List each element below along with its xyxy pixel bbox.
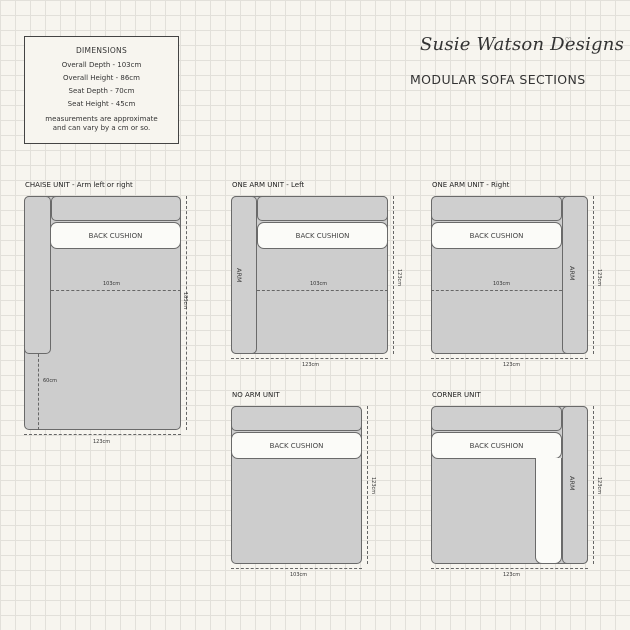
heart-icon: ♡	[564, 36, 572, 45]
dimensions-title: DIMENSIONS	[75, 46, 128, 55]
dimension-overall-depth: Overall Depth - 103cm	[61, 61, 142, 69]
one-arm-right-arm-label: ARM	[568, 266, 576, 281]
one-arm-right-depth-label: 123cm	[596, 269, 602, 287]
dimensions-list: Overall Depth - 103cm Overall Height - 8…	[25, 61, 178, 108]
corner-depth-label: 123cm	[596, 477, 602, 495]
no-arm-depth-label: 123cm	[370, 477, 376, 495]
corner-depth-guide	[593, 406, 594, 564]
one-arm-right-depth-guide	[593, 196, 594, 354]
chaise-width-guide-bottom	[24, 434, 181, 435]
one-arm-right-label: ONE ARM UNIT - Right	[432, 181, 510, 189]
no-arm-unit-label: NO ARM UNIT	[232, 391, 280, 399]
one-arm-right-back-cushion: BACK CUSHION	[431, 222, 562, 249]
one-arm-left-arm-label: ARM	[235, 268, 243, 283]
one-arm-right-width-label: 123cm	[503, 362, 521, 368]
one-arm-right-arm	[562, 196, 588, 354]
corner-width-label: 123cm	[503, 572, 521, 578]
brand-name: Susie Watson Designs	[420, 34, 625, 55]
corner-width-guide-bottom	[431, 568, 588, 569]
corner-arm-label: ARM	[568, 476, 576, 491]
dimension-overall-height: Overall Height - 86cm	[63, 74, 140, 82]
one-arm-right-width-guide	[431, 290, 562, 291]
corner-arm	[562, 406, 588, 564]
one-arm-left-back-cushion: BACK CUSHION	[257, 222, 388, 249]
brand-logo: Susie Watson Designs ♡	[420, 34, 624, 68]
one-arm-left-label: ONE ARM UNIT - Left	[232, 181, 305, 189]
corner-back	[431, 406, 562, 431]
one-arm-left-inner-width-label: 103cm	[310, 281, 328, 287]
chaise-back-cushion: BACK CUSHION	[50, 222, 181, 249]
one-arm-left-width-guide-bottom	[231, 358, 388, 359]
chaise-width-guide	[51, 290, 181, 291]
dimensions-box: DIMENSIONS Overall Depth - 103cm Overall…	[24, 36, 179, 144]
one-arm-left-arm	[231, 196, 257, 354]
one-arm-left-depth-guide	[393, 196, 394, 354]
one-arm-left-width-guide	[257, 290, 388, 291]
chaise-depth-guide	[186, 196, 187, 430]
one-arm-right-back	[431, 196, 562, 221]
one-arm-right-width-guide-bottom	[431, 358, 588, 359]
chaise-inner-width-label: 103cm	[103, 281, 121, 287]
one-arm-left-width-label: 123cm	[302, 362, 320, 368]
chaise-width-label: 123cm	[93, 439, 111, 445]
chaise-section-label: 60cm	[43, 378, 57, 384]
chaise-depth-label: 183cm	[182, 292, 188, 310]
no-arm-width-label: 103cm	[290, 572, 308, 578]
one-arm-left-back	[257, 196, 388, 221]
no-arm-back-cushion: BACK CUSHION	[231, 432, 362, 459]
corner-unit-label: CORNER UNIT	[432, 391, 481, 399]
corner-back-cushion: BACK CUSHION	[431, 432, 562, 459]
corner-side-cushion	[535, 458, 562, 564]
chaise-back	[51, 196, 181, 221]
chaise-unit-label: CHAISE UNIT - Arm left or right	[25, 181, 133, 189]
chaise-section-guide	[38, 354, 39, 430]
no-arm-width-guide-bottom	[231, 568, 362, 569]
one-arm-left-depth-label: 123cm	[396, 269, 402, 287]
chaise-arm	[24, 196, 51, 354]
no-arm-back	[231, 406, 362, 431]
one-arm-right-inner-width-label: 103cm	[493, 281, 511, 287]
dimension-seat-depth: Seat Depth - 70cm	[68, 87, 135, 95]
no-arm-depth-guide	[367, 406, 368, 564]
dimensions-note: measurements are approximate and can var…	[45, 115, 158, 132]
page-subtitle: MODULAR SOFA SECTIONS	[410, 72, 586, 87]
dimension-seat-height: Seat Height - 45cm	[67, 100, 136, 108]
